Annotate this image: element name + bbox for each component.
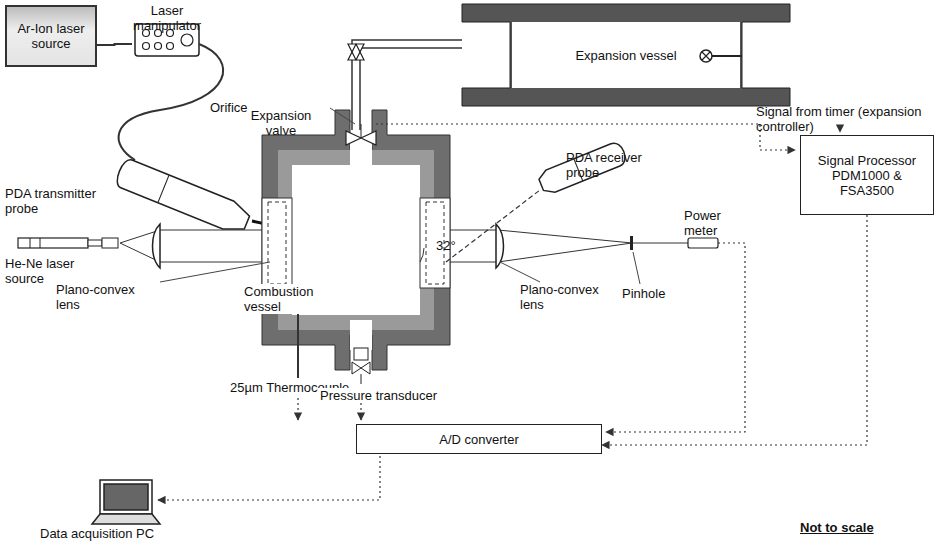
- node-text: A/D converter: [435, 432, 522, 447]
- transmitter-probe: [114, 157, 253, 236]
- signal-line: [602, 215, 867, 445]
- part-label: Pressure transducer: [318, 388, 452, 403]
- converter-box: A/D converter: [356, 424, 602, 454]
- fibre-cable: [97, 44, 132, 45]
- part-label: Pinhole: [622, 286, 682, 301]
- laser-source-box: Ar-Ion laser source: [5, 5, 97, 67]
- part-label: Plano-convex lens: [520, 282, 620, 312]
- manipulator-unit: Laser manipulator: [132, 3, 202, 58]
- part-label: Expansion valve: [246, 108, 316, 138]
- part-label: He-Ne laser source: [5, 256, 95, 286]
- lens-right: [496, 224, 504, 268]
- part-label: 32°: [436, 238, 476, 253]
- pinhole: [630, 236, 633, 250]
- pressure-transducer: [352, 348, 370, 384]
- part-label: Not to scale: [800, 520, 920, 535]
- node-text: Expansion vessel: [571, 48, 680, 63]
- part-label: PDA transmitter probe: [5, 186, 130, 216]
- expansion-vessel: [462, 4, 790, 106]
- lens-left: [153, 224, 161, 268]
- laptop-pc: [92, 480, 160, 524]
- hene-laser: [18, 238, 118, 248]
- part-label: PDA receiver probe: [566, 150, 666, 180]
- combustion-vessel: [262, 110, 450, 370]
- part-label: Combustion vessel: [242, 284, 320, 314]
- vessel-label-area: Expansion vessel: [560, 26, 692, 84]
- node-text: Laser manipulator: [129, 3, 205, 33]
- node-text: Ar-Ion laser source: [7, 21, 95, 51]
- processor-box: Signal Processor PDM1000 & FSA3500: [800, 135, 934, 215]
- power-meter: [688, 238, 718, 248]
- part-label: Data acquisition PC: [40, 526, 200, 541]
- expansion-valve: [330, 108, 376, 145]
- part-label: Signal from timer (expansion controller): [756, 104, 936, 134]
- vessel-valve: [348, 44, 364, 60]
- node-text: Signal Processor PDM1000 & FSA3500: [801, 153, 933, 198]
- part-label: Power meter: [684, 208, 744, 238]
- part-label: Plano-convex lens: [56, 282, 156, 312]
